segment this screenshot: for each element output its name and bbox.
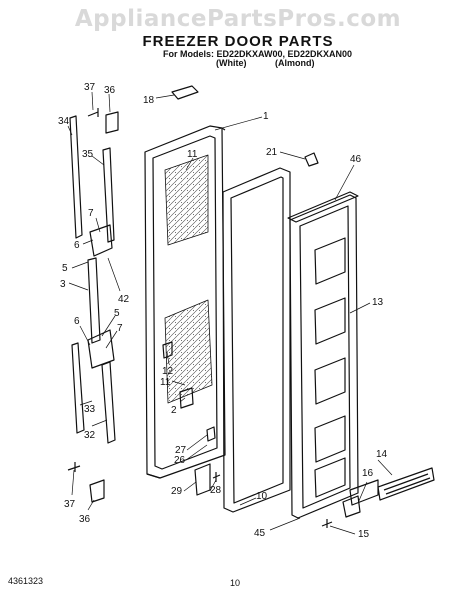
callout-2: 2 (171, 405, 177, 416)
callout-42: 42 (118, 294, 130, 305)
variant-white-label: (White) (216, 58, 247, 68)
diagram-title: FREEZER DOOR PARTS (142, 33, 334, 50)
top-trim (287, 191, 359, 223)
callout-14: 14 (376, 449, 388, 460)
side-strip-35 (102, 147, 115, 243)
document-code: 4361323 (8, 576, 44, 586)
hinge-pin-27 (206, 426, 216, 442)
callout-37-lower: 37 (64, 499, 76, 510)
hinge-lower (87, 329, 115, 369)
callout-5-lower: 5 (114, 308, 120, 319)
latch-12 (162, 341, 173, 359)
models-line: For Models: ED22DKXAW00, ED22DKXAN00 (163, 49, 353, 59)
callout-6-lower: 6 (74, 316, 80, 327)
callout-26: 26 (174, 455, 186, 466)
callout-33: 33 (84, 404, 96, 415)
screw-15 (321, 519, 333, 528)
callout-1: 1 (263, 111, 269, 122)
callout-46: 46 (350, 154, 362, 165)
callout-28: 28 (210, 485, 222, 496)
bracket-29 (194, 463, 211, 496)
callout-15: 15 (358, 529, 370, 540)
callout-6-upper: 6 (74, 240, 80, 251)
side-strip-34 (69, 115, 83, 239)
callout-12: 12 (162, 366, 174, 377)
callout-21: 21 (266, 147, 278, 158)
callouts: 37 36 18 1 34 35 11 21 46 7 6 5 3 42 13 … (58, 82, 388, 540)
screw-28 (212, 472, 221, 482)
outer-door-panel (144, 125, 226, 479)
clip-16 (342, 495, 361, 518)
callout-11-upper: 11 (187, 149, 198, 160)
door-gasket (222, 167, 291, 513)
callout-16: 16 (362, 468, 374, 479)
screw-37-lower (67, 462, 81, 472)
callout-32: 32 (84, 430, 96, 441)
side-strip-33 (71, 342, 85, 434)
callout-45: 45 (254, 528, 266, 539)
callout-7-upper: 7 (88, 208, 94, 219)
lower-insulation (164, 299, 213, 404)
callout-18: 18 (143, 95, 155, 106)
door-bin (349, 479, 379, 506)
callout-10: 10 (256, 491, 268, 502)
leader-lines (67, 91, 393, 535)
callout-13: 13 (372, 297, 384, 308)
handle-rod-3 (87, 257, 101, 344)
screw-37-upper (87, 108, 99, 117)
hinge-upper (89, 224, 113, 257)
cap-21 (304, 152, 319, 167)
callout-27: 27 (175, 445, 187, 456)
variant-almond-label: (Almond) (275, 58, 315, 68)
callout-35: 35 (82, 149, 94, 160)
callout-37-upper: 37 (84, 82, 96, 93)
page-number: 10 (230, 578, 241, 588)
clip-18 (171, 85, 199, 100)
callout-34: 34 (58, 116, 70, 127)
latch-2 (179, 387, 194, 409)
callout-7-lower: 7 (117, 323, 123, 334)
callout-5-upper: 5 (62, 263, 68, 274)
clip-36-lower (89, 479, 105, 503)
callout-3: 3 (60, 279, 66, 290)
side-strip-32 (101, 361, 116, 444)
callout-36-lower: 36 (79, 514, 91, 525)
clip-36-upper (105, 111, 119, 134)
callout-11-lower: 11 (160, 377, 171, 388)
callout-29: 29 (171, 486, 183, 497)
callout-36-upper: 36 (104, 85, 116, 96)
inner-door-liner (289, 194, 359, 519)
watermark-text: AppliancePartsPros.com (74, 6, 402, 32)
vent-grille (377, 467, 435, 501)
upper-insulation (164, 154, 209, 246)
